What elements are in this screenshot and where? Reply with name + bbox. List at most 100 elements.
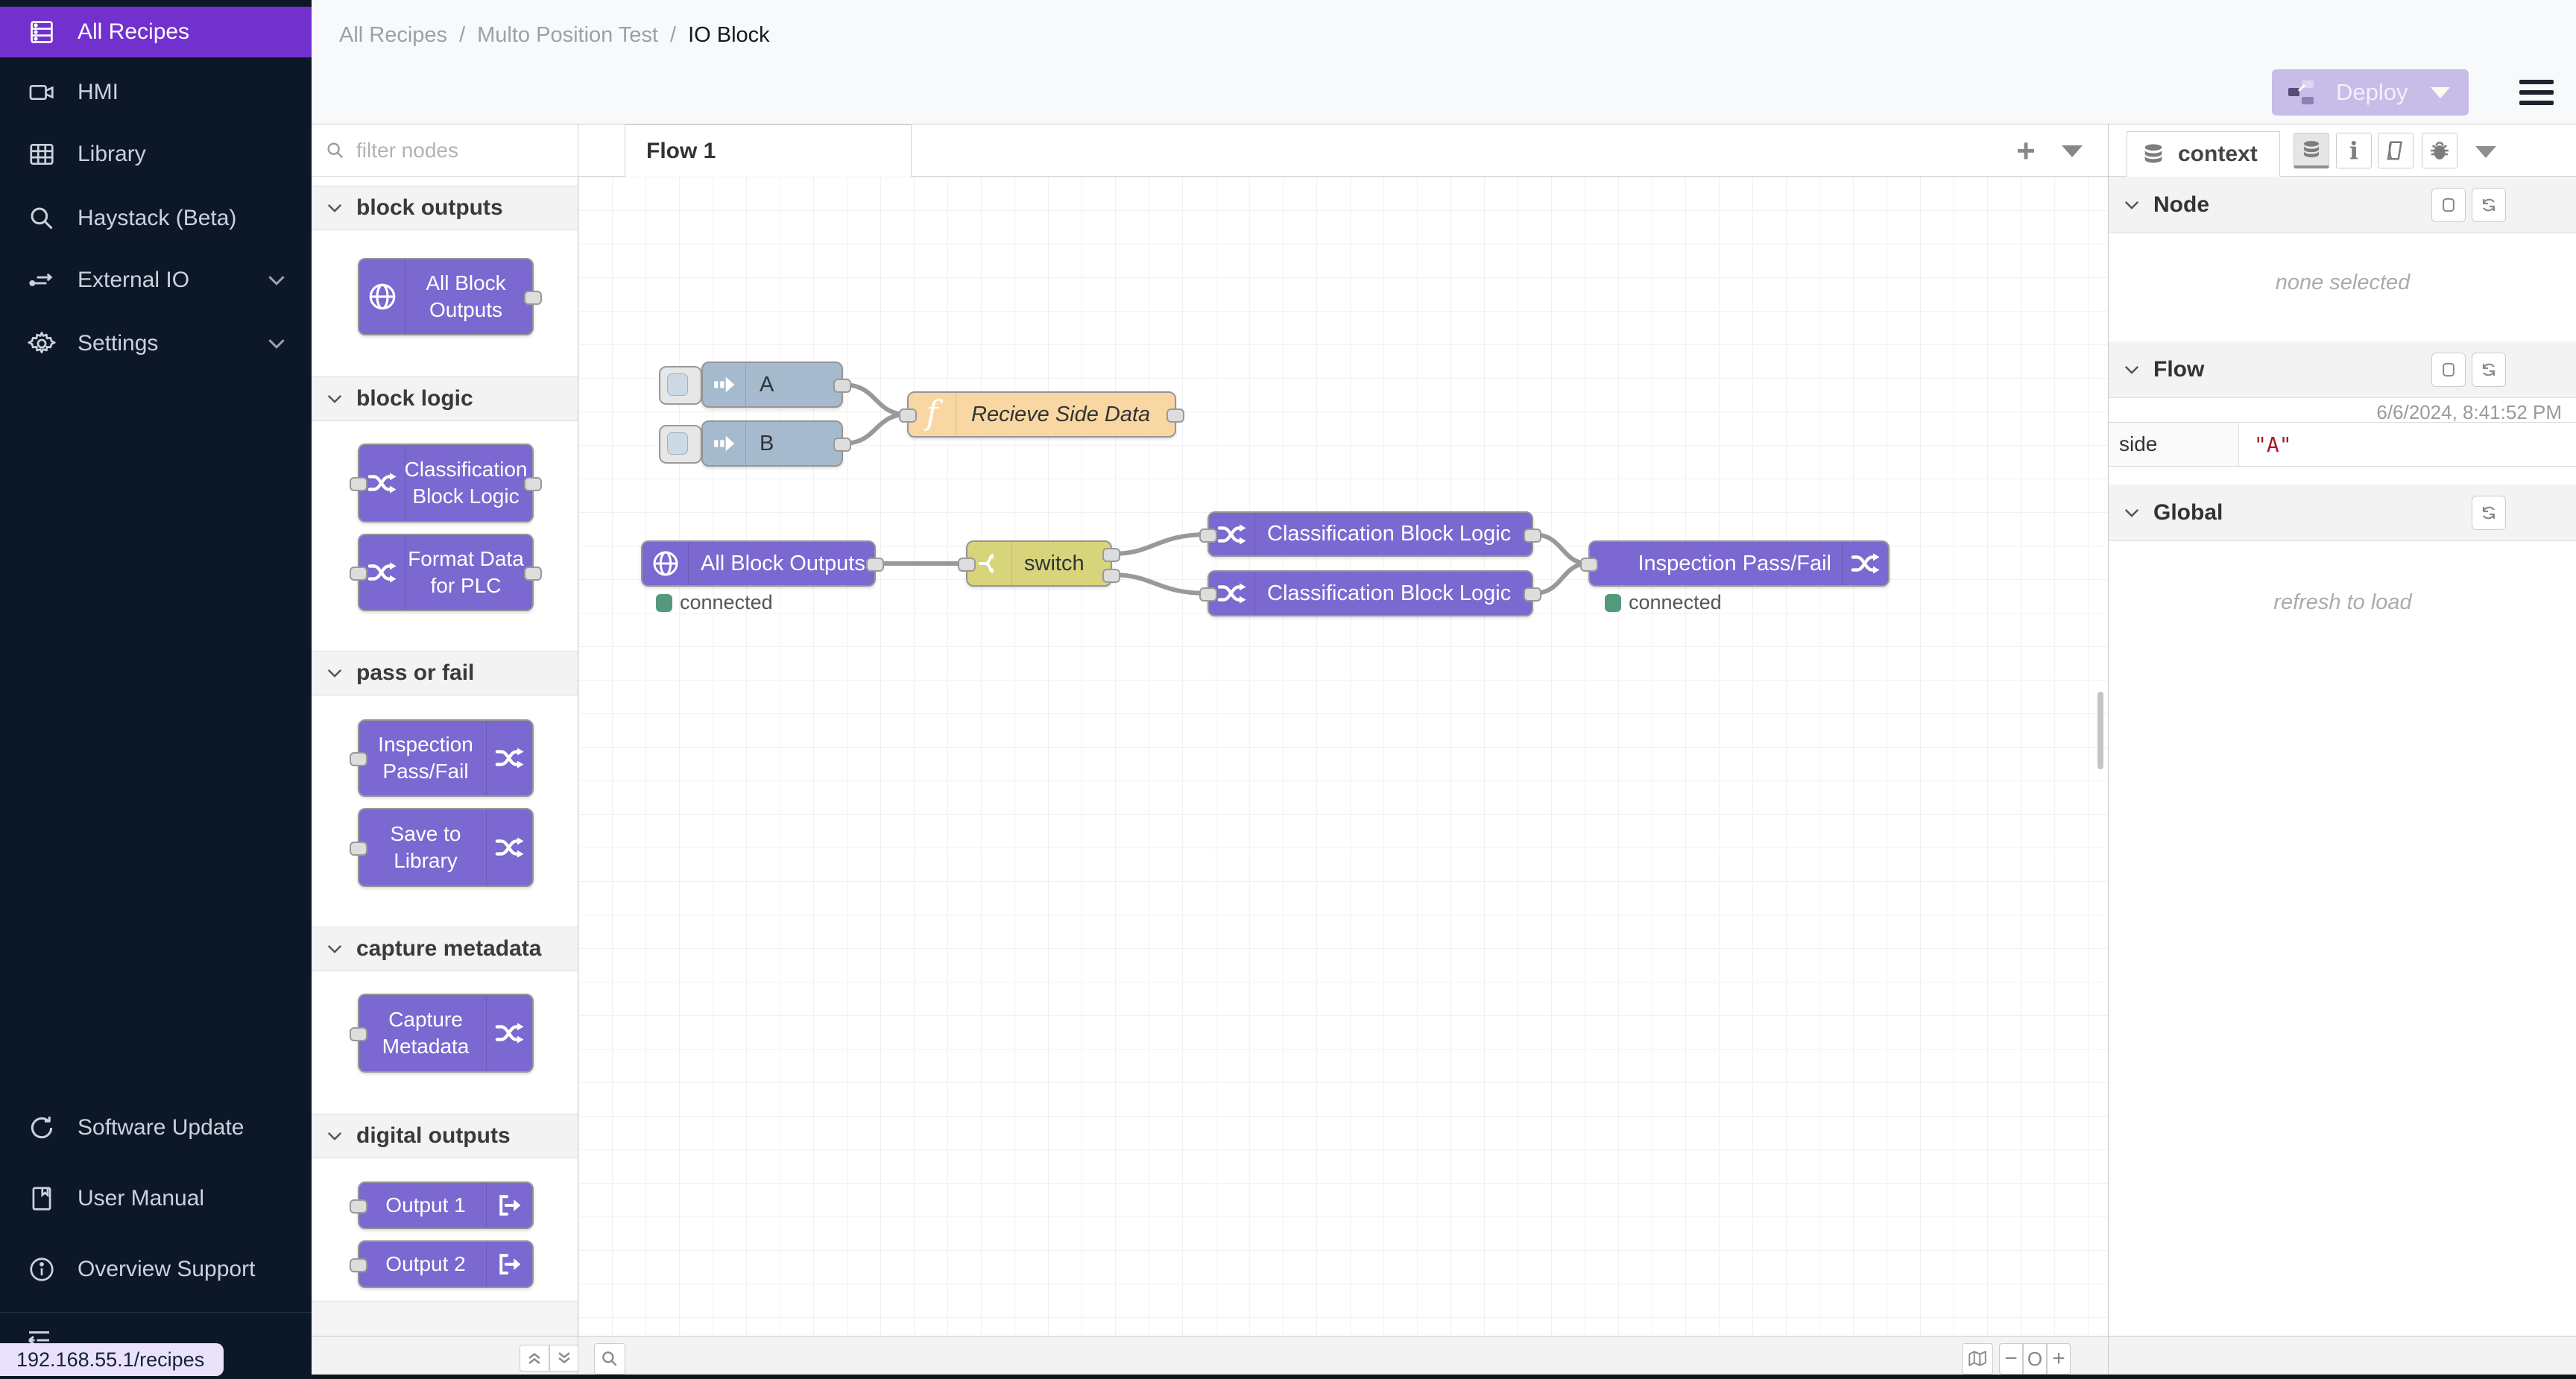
breadcrumb-multo-position-test[interactable]: Multo Position Test xyxy=(477,23,658,47)
tab-flow-1[interactable]: Flow 1 xyxy=(625,124,912,177)
output-port[interactable] xyxy=(1524,587,1541,602)
input-port[interactable] xyxy=(350,752,367,766)
output-port-2[interactable] xyxy=(1102,569,1120,583)
output-port[interactable] xyxy=(524,291,542,305)
node-a-button[interactable] xyxy=(659,366,702,405)
node-refresh-button[interactable] xyxy=(2472,188,2506,222)
sidebar-item-hmi[interactable]: HMI xyxy=(0,67,312,118)
output-port[interactable] xyxy=(1167,408,1184,423)
flow-workspace[interactable]: A B f Recieve Side Data All Block Output… xyxy=(578,177,2108,1336)
output-port[interactable] xyxy=(524,477,542,491)
node-classification-block-logic-2[interactable]: Classification Block Logic xyxy=(1199,570,1541,616)
sidebar-divider xyxy=(0,1312,312,1313)
palette-category-block-logic[interactable]: block logic xyxy=(312,376,578,421)
node-label: A xyxy=(760,372,774,397)
collapse-all-categories-button[interactable] xyxy=(520,1345,549,1372)
status-url-tooltip: 192.168.55.1/recipes xyxy=(0,1343,224,1376)
canvas-vertical-scrollbar[interactable] xyxy=(2097,692,2103,769)
gear-icon xyxy=(27,329,57,358)
palette-category-block-outputs[interactable]: block outputs xyxy=(312,186,578,230)
database-icon xyxy=(2141,142,2166,167)
panel-options-caret[interactable] xyxy=(2475,146,2496,158)
input-port[interactable] xyxy=(1580,558,1598,572)
navigator-map-button[interactable] xyxy=(1962,1343,1993,1375)
palette-node-all-block-outputs[interactable]: All Block Outputs xyxy=(358,258,542,335)
tab-context[interactable]: context xyxy=(2127,131,2280,177)
deploy-dropdown-caret[interactable] xyxy=(2430,86,2450,98)
zoom-out-button[interactable]: − xyxy=(1999,1343,2023,1375)
node-link-a[interactable]: A xyxy=(701,362,851,408)
sidebar-item-overview-support[interactable]: Overview Support xyxy=(0,1244,312,1295)
shuffle-icon xyxy=(1842,542,1888,585)
status-text: connected xyxy=(680,591,773,613)
global-refresh-button[interactable] xyxy=(2472,496,2506,530)
chevron-down-icon xyxy=(326,203,343,213)
flow-tab-bar: Flow 1 + xyxy=(578,124,2108,177)
shuffle-icon xyxy=(486,810,532,886)
node-function-recieve-side-data[interactable]: f Recieve Side Data xyxy=(899,391,1184,438)
output-port[interactable] xyxy=(833,438,851,452)
node-all-block-outputs[interactable]: All Block Outputs xyxy=(641,540,884,587)
sidebar-item-haystack[interactable]: Haystack (Beta) xyxy=(0,193,312,244)
input-port[interactable] xyxy=(1199,528,1217,543)
flow-watch-button[interactable] xyxy=(2431,353,2466,387)
palette-filter-input[interactable] xyxy=(356,138,543,162)
palette-node-format-data-for-plc[interactable]: Format Data for PLC xyxy=(350,534,542,611)
deploy-button[interactable]: Deploy xyxy=(2272,69,2469,116)
node-link-b[interactable]: B xyxy=(701,420,851,467)
bottom-edge-strip xyxy=(312,1375,2576,1379)
input-port[interactable] xyxy=(1199,587,1217,602)
node-inspection-pass-fail[interactable]: Inspection Pass/Fail xyxy=(1580,540,1890,587)
zoom-reset-button[interactable]: O xyxy=(2023,1343,2047,1375)
debug-bug-tool-button[interactable] xyxy=(2422,133,2457,168)
output-port-1[interactable] xyxy=(1102,548,1120,562)
zoom-in-button[interactable]: + xyxy=(2047,1343,2071,1375)
palette-node-inspection-pass-fail[interactable]: Inspection Pass/Fail xyxy=(350,719,534,797)
sidebar-item-software-update[interactable]: Software Update xyxy=(0,1102,312,1153)
node-b-button[interactable] xyxy=(659,425,702,464)
node-switch[interactable]: switch xyxy=(958,540,1120,587)
palette-node-classification-block-logic[interactable]: Classification Block Logic xyxy=(350,444,542,523)
input-port[interactable] xyxy=(350,1199,367,1214)
node-watch-button[interactable] xyxy=(2431,188,2466,222)
output-port[interactable] xyxy=(524,567,542,581)
palette-node-save-to-library[interactable]: Save to Library xyxy=(350,808,534,887)
context-data-tool-button[interactable] xyxy=(2294,133,2329,168)
sidebar-item-user-manual[interactable]: User Manual xyxy=(0,1173,312,1224)
sidebar-item-external-io[interactable]: External IO xyxy=(0,255,312,306)
input-port[interactable] xyxy=(350,477,367,491)
main-menu-button[interactable] xyxy=(2519,80,2554,107)
palette-node-capture-metadata[interactable]: Capture Metadata xyxy=(350,994,534,1073)
node-classification-block-logic-1[interactable]: Classification Block Logic xyxy=(1199,511,1541,557)
sidebar-item-library[interactable]: Library xyxy=(0,129,312,180)
node-label: Output 2 xyxy=(385,1252,466,1275)
input-port[interactable] xyxy=(899,408,917,423)
input-port[interactable] xyxy=(350,1258,367,1272)
chevron-down-icon xyxy=(326,668,343,678)
breadcrumb-all-recipes[interactable]: All Recipes xyxy=(339,23,448,47)
add-flow-button[interactable]: + xyxy=(2016,133,2036,169)
flow-list-caret[interactable] xyxy=(2062,145,2083,157)
output-port[interactable] xyxy=(1524,528,1541,543)
sidebar-item-all-recipes[interactable]: All Recipes xyxy=(0,7,312,57)
info-tool-button[interactable]: i xyxy=(2336,133,2372,168)
help-book-tool-button[interactable] xyxy=(2378,133,2414,168)
palette-category-capture-metadata[interactable]: capture metadata xyxy=(312,927,578,971)
palette-category-digital-outputs[interactable]: digital outputs xyxy=(312,1114,578,1158)
palette-node-output-2[interactable]: Output 2 xyxy=(350,1240,534,1288)
flow-refresh-button[interactable] xyxy=(2472,353,2506,387)
status-dot-green xyxy=(1605,593,1621,612)
output-port[interactable] xyxy=(833,379,851,393)
input-port[interactable] xyxy=(350,567,367,581)
input-port[interactable] xyxy=(350,842,367,856)
expand-all-categories-button[interactable] xyxy=(549,1345,578,1372)
palette-category-pass-or-fail[interactable]: pass or fail xyxy=(312,651,578,695)
flow-context-row-side[interactable]: side "A" xyxy=(2109,422,2576,467)
input-port[interactable] xyxy=(958,558,976,572)
palette-node-output-1[interactable]: Output 1 xyxy=(350,1181,534,1229)
canvas-search-button[interactable] xyxy=(594,1343,625,1375)
sidebar-item-settings[interactable]: Settings xyxy=(0,318,312,369)
palette-filter[interactable] xyxy=(312,124,578,177)
input-port[interactable] xyxy=(350,1027,367,1041)
output-port[interactable] xyxy=(866,558,884,572)
